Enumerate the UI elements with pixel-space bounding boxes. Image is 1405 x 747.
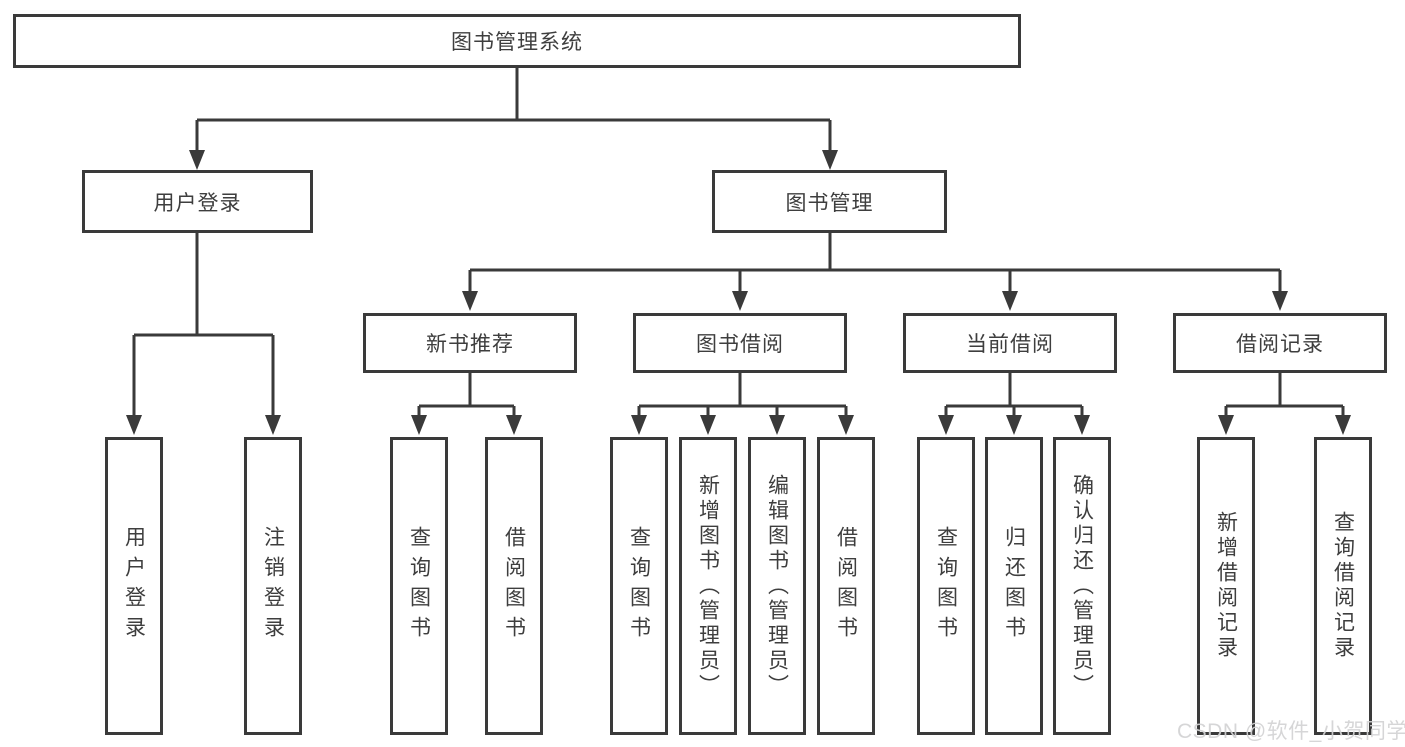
node-leaf-borrow-books: 借阅图书: [817, 437, 875, 735]
node-book-management: 图书管理: [712, 170, 947, 233]
node-borrowing-records: 借阅记录: [1173, 313, 1387, 373]
edge-current-borrow-to-leaves: [938, 373, 1090, 435]
node-leaf-query-books-current: 查询图书: [917, 437, 975, 735]
node-leaf-logout: 注销登录: [244, 437, 302, 735]
edge-book-borrow-to-leaves: [631, 373, 854, 435]
csdn-watermark: CSDN @软件_小贺同学: [1177, 720, 1405, 743]
node-new-book-recommendation: 新书推荐: [363, 313, 577, 373]
edge-new-book-rec-to-leaves: [411, 373, 522, 435]
node-leaf-query-books-borrow: 查询图书: [610, 437, 668, 735]
edge-root-to-level2: [189, 68, 838, 170]
edge-book-mgmt-to-level3: [462, 233, 1288, 311]
edge-user-login-to-leaves: [126, 233, 281, 435]
node-leaf-user-login: 用户登录: [105, 437, 163, 735]
node-leaf-confirm-return-admin: 确认归还（管理员）: [1053, 437, 1111, 735]
edge-borrow-records-to-leaves: [1218, 373, 1351, 435]
node-leaf-query-books-rec: 查询图书: [390, 437, 448, 735]
node-leaf-edit-books-admin: 编辑图书（管理员）: [748, 437, 806, 735]
node-leaf-add-books-admin: 新增图书（管理员）: [679, 437, 737, 735]
node-book-borrowing: 图书借阅: [633, 313, 847, 373]
node-leaf-borrow-books-rec: 借阅图书: [485, 437, 543, 735]
node-root-library-management-system: 图书管理系统: [13, 14, 1021, 68]
node-leaf-return-books: 归还图书: [985, 437, 1043, 735]
node-current-borrowing: 当前借阅: [903, 313, 1117, 373]
node-leaf-query-borrow-record: 查询借阅记录: [1314, 437, 1372, 735]
node-user-login: 用户登录: [82, 170, 313, 233]
node-leaf-add-borrow-record: 新增借阅记录: [1197, 437, 1255, 735]
